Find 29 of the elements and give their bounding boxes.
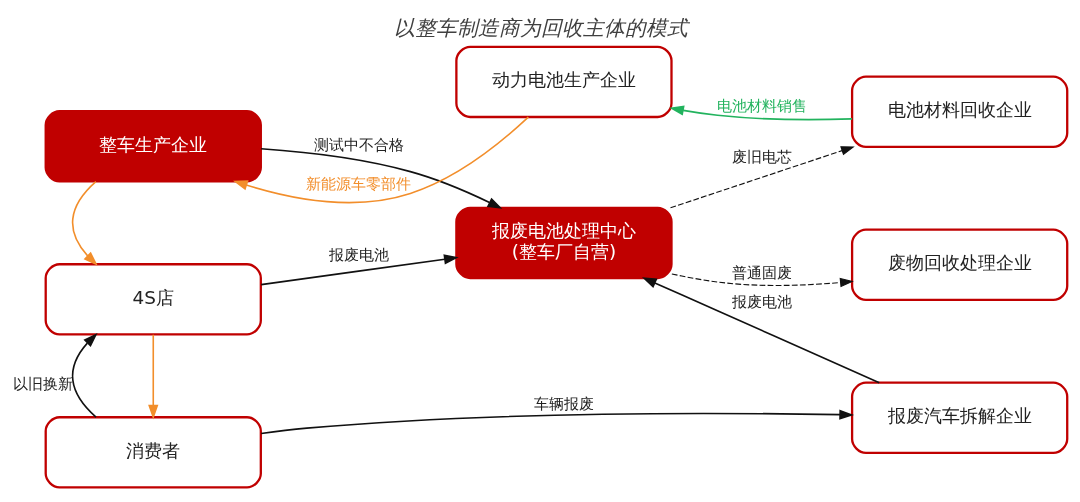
arrow: [671, 273, 854, 288]
edge-label: 电池材料销售: [716, 97, 807, 116]
node-box: 整车生产企业: [44, 110, 262, 183]
edge-label: 普通固废: [731, 263, 792, 282]
edge-label: 以旧换新: [12, 374, 73, 393]
edge-label: 废旧电芯: [731, 147, 792, 166]
node-box: 消费者: [44, 416, 262, 489]
node-box: 废物回收处理企业: [850, 228, 1069, 302]
arrow: [669, 146, 855, 209]
node-box: 电池材料回收企业: [850, 75, 1069, 149]
edge-label: 测试中不合格: [313, 136, 404, 155]
diagram-title: 以整车制造商为回收主体的模式: [394, 15, 689, 40]
edge-label: 新能源车零部件: [306, 175, 412, 194]
arrow: [260, 254, 459, 286]
node-box: 报废汽车拆解企业: [850, 381, 1069, 455]
arrow: [260, 148, 503, 209]
arrow: [669, 105, 853, 121]
arrow: [260, 409, 855, 435]
arrow: [641, 277, 881, 384]
arrow: [148, 333, 159, 420]
node-box: 动力电池生产企业: [455, 45, 673, 119]
arrow: [71, 333, 98, 418]
edge-label: 报废电池: [328, 245, 389, 264]
arrow: [233, 116, 530, 204]
edge-label: 车辆报废: [533, 395, 594, 414]
arrow: [71, 180, 98, 266]
node-box: 报废电池处理中心 (整车厂自营): [455, 206, 673, 280]
node-box: 4S店: [44, 263, 262, 336]
edge-label: 报废电池: [731, 292, 792, 311]
